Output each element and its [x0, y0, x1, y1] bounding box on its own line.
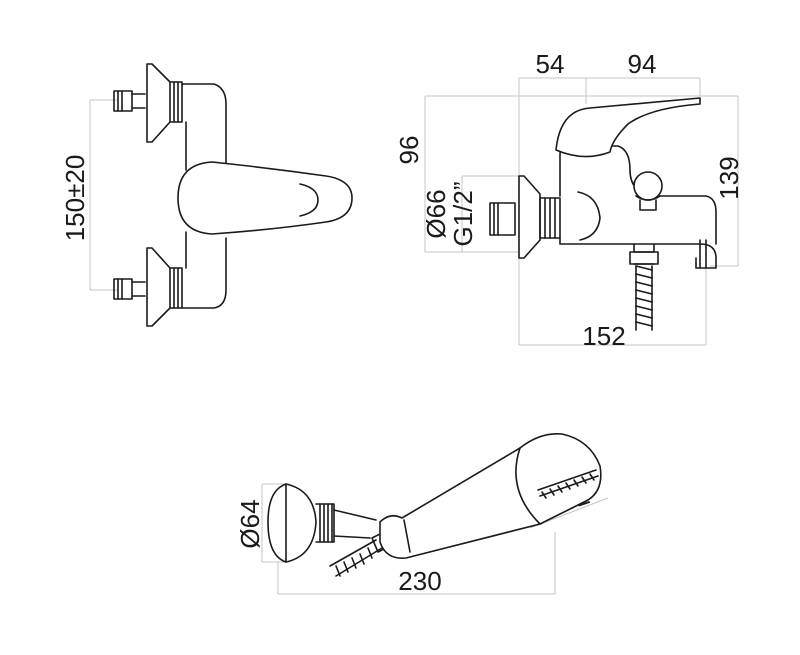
hose-outlet — [629, 243, 659, 331]
label-depth-spout: 94 — [628, 49, 657, 79]
label-height-lever: 96 — [394, 136, 424, 165]
dim-side-lines — [424, 77, 739, 346]
inlet-fitting — [489, 175, 561, 259]
label-height-total: 139 — [714, 156, 744, 199]
label-depth-body: 54 — [536, 49, 565, 79]
top-connector — [113, 63, 183, 143]
label-center-distance: 150±20 — [60, 155, 90, 242]
label-length-total: 152 — [582, 321, 625, 351]
lever-front — [177, 161, 353, 235]
mixer-body-side — [559, 145, 717, 269]
side-view: 54 94 96 139 Ø66 G1/2” 152 — [394, 49, 744, 351]
label-thread: G1/2” — [448, 181, 478, 246]
hand-shower-view: Ø64 230 Ø62 — [235, 432, 609, 596]
label-shower-length: 230 — [398, 566, 441, 596]
lever-side — [555, 97, 701, 158]
dim-center-distance — [89, 99, 118, 291]
wall-holder — [267, 483, 377, 563]
label-rosette-diameter: Ø66 — [421, 189, 451, 238]
diverter-knob — [633, 171, 663, 211]
shower-handle — [379, 432, 602, 559]
bottom-connector — [113, 247, 183, 327]
label-holder-diameter: Ø64 — [235, 499, 265, 548]
front-view: 150±20 — [60, 63, 353, 327]
mixer-body-front — [181, 83, 227, 309]
